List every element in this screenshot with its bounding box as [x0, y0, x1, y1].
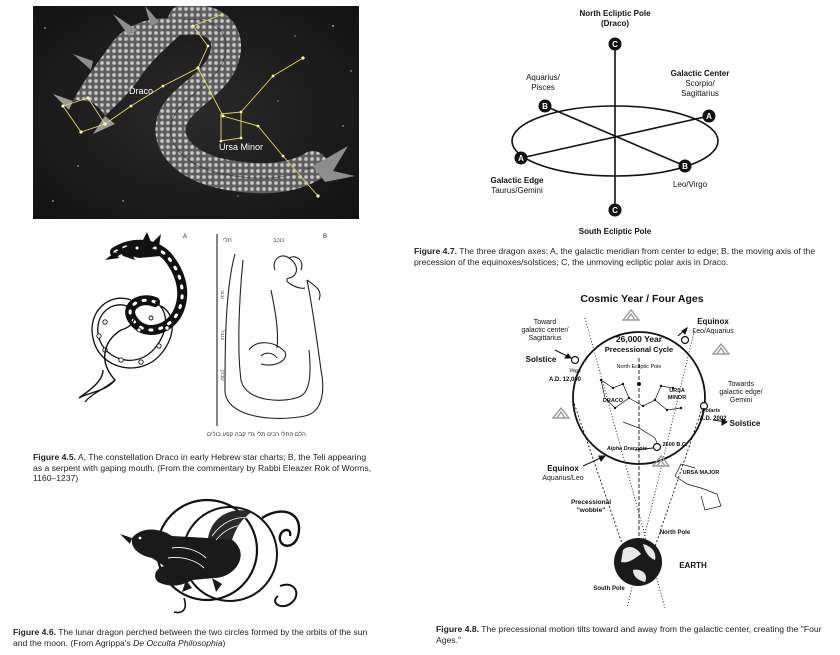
vega-label: Vega: [569, 368, 581, 374]
figure-4-8: Cosmic Year / Four Ages: [505, 288, 780, 618]
draco-label: Draco: [129, 86, 153, 96]
pisces-label: Pisces: [531, 83, 555, 92]
toward-center-3: Sagittarius: [528, 335, 562, 342]
figure-4-5: A B תלי כוכב נבוב ענבל שבוק הלם החלי רבי…: [75, 230, 355, 445]
figure-4-8-caption: Figure 4.8. The precessional motion tilt…: [436, 624, 832, 645]
panel-b-serpent: [216, 234, 324, 426]
node-a-right: A: [706, 112, 712, 121]
node-a-left: A: [518, 154, 524, 163]
figure-4-6-text: The lunar dragon perched between the two…: [13, 627, 368, 648]
equinox-bottom-label: Equinox: [547, 464, 579, 473]
figure-4-7: C C A A B B North Ecliptic Pole (Draco) …: [485, 0, 755, 240]
node-b-left: B: [542, 102, 548, 111]
figure-4-5-caption: Figure 4.5. A, The constellation Draco i…: [33, 452, 373, 484]
figure-4-5-text: A, The constellation Draco in early Hebr…: [33, 452, 372, 483]
ursa-minor-label: Ursa Minor: [219, 142, 263, 152]
axis-b-line: [544, 105, 686, 167]
figure-4-6-number: Figure 4.6.: [13, 627, 56, 637]
equinox-top-sub: Leo/Aquarius: [692, 328, 734, 335]
figure-4-7-text: The three dragon axes: A, the galactic m…: [414, 246, 816, 267]
wobble-label-2: "wobble": [577, 507, 606, 514]
cosmic-year-title: Cosmic Year / Four Ages: [580, 293, 703, 305]
towards-edge-2: galactic edge/: [719, 389, 762, 396]
solstice-left-label: Solstice: [526, 355, 557, 364]
cycle-label-1: 26,000 Year: [616, 334, 663, 344]
leo-virgo-label: Leo/Virgo: [673, 180, 708, 189]
galactic-center-label: Galactic Center: [671, 69, 730, 78]
node-b-right: B: [682, 162, 688, 171]
toward-center-1: Toward: [534, 319, 557, 326]
ursa-minor-label-2: MINOR: [668, 395, 686, 401]
ad-12000-label: A.D. 12,000: [549, 377, 582, 383]
panel-b-label: B: [323, 234, 327, 240]
panel-a-label: A: [183, 234, 187, 240]
wobble-label-1: Precessional: [571, 499, 611, 506]
svg-text:ענבל: ענבל: [219, 330, 226, 340]
polaris-label: Polaris: [702, 408, 720, 414]
figure-4-7-number: Figure 4.7.: [414, 246, 457, 256]
svg-text:שבוק: שבוק: [219, 370, 225, 381]
figure-4-8-text: The precessional motion tilts toward and…: [436, 624, 822, 645]
lunar-dragon-drawing: [120, 498, 301, 614]
draco-star-field-image: Draco Ursa Minor: [33, 4, 359, 219]
cycle-label-2: Precessional Cycle: [605, 345, 673, 354]
ursa-minor-label-1: URSA: [669, 388, 685, 394]
hebrew-top-mid: כוכב: [273, 238, 284, 244]
dragon-axes-diagram: C C A A B B North Ecliptic Pole (Draco) …: [491, 9, 730, 236]
equinox-top-label: Equinox: [697, 317, 729, 326]
ad-2002-label: A.D. 2002: [699, 416, 727, 422]
figure-4-5-number: Figure 4.5.: [33, 452, 76, 462]
alpha-draconis-label: Alpha Draconis: [606, 446, 647, 452]
cosmic-year-diagram: Cosmic Year / Four Ages: [521, 293, 763, 609]
north-ecliptic-pole-sub: (Draco): [601, 19, 629, 28]
figure-4-6-caption: Figure 4.6. The lunar dragon perched bet…: [13, 627, 383, 648]
lunar-dragon: [120, 510, 252, 592]
node-c-top: C: [612, 40, 618, 49]
south-ecliptic-pole-label: South Ecliptic Pole: [579, 227, 652, 236]
axis-a-line: [520, 115, 710, 159]
toward-center-2: galactic center/: [521, 327, 568, 334]
hebrew-bottom-text: הלם החלי רבים תלי גדי קבה קפע בולים: [207, 430, 306, 438]
hebrew-top-left: תלי: [223, 236, 232, 244]
figure-4-6-book-title: De Occulta Philosophia: [133, 637, 223, 648]
figure-4-6: [112, 488, 307, 616]
earth-label: EARTH: [679, 561, 707, 570]
scorpio-label: Scorpio/: [685, 79, 715, 88]
north-pole-label: North Pole: [660, 530, 691, 536]
taurus-gemini-label: Taurus/Gemini: [491, 186, 543, 195]
figure-4-7-caption: Figure 4.7. The three dragon axes: A, th…: [414, 246, 824, 267]
node-c-bottom: C: [612, 206, 618, 215]
panel-a-serpent: [78, 232, 188, 403]
south-pole-label: South Pole: [593, 586, 625, 592]
pyramid-icons: [551, 308, 731, 467]
bc-2600-label: 2600 B.C.: [663, 442, 688, 448]
equinox-bottom-sub: Aquarius/Leo: [542, 475, 583, 482]
sagittarius-label: Sagittarius: [681, 89, 719, 98]
draco-photo-figure: Draco Ursa Minor: [33, 4, 359, 219]
figure-4-8-number: Figure 4.8.: [436, 624, 479, 634]
draco-inner-label: DRACO: [603, 398, 624, 404]
figure-4-6-text-end: ): [222, 637, 226, 648]
ursa-major-label: URSA MAJOR: [683, 470, 720, 476]
solstice-right-label: Solstice: [730, 419, 761, 428]
north-ecliptic-label: North Ecliptic Pole: [617, 364, 662, 370]
galactic-edge-label: Galactic Edge: [491, 176, 544, 185]
svg-text:נבוב: נבוב: [219, 290, 225, 299]
aquarius-label: Aquarius/: [526, 73, 561, 82]
north-ecliptic-pole-label: North Ecliptic Pole: [579, 9, 651, 18]
towards-edge-3: Gemini: [730, 397, 753, 404]
hebrew-draco-drawings: A B תלי כוכב נבוב ענבל שבוק הלם החלי רבי…: [78, 232, 327, 438]
towards-edge-1: Towards: [728, 381, 755, 388]
